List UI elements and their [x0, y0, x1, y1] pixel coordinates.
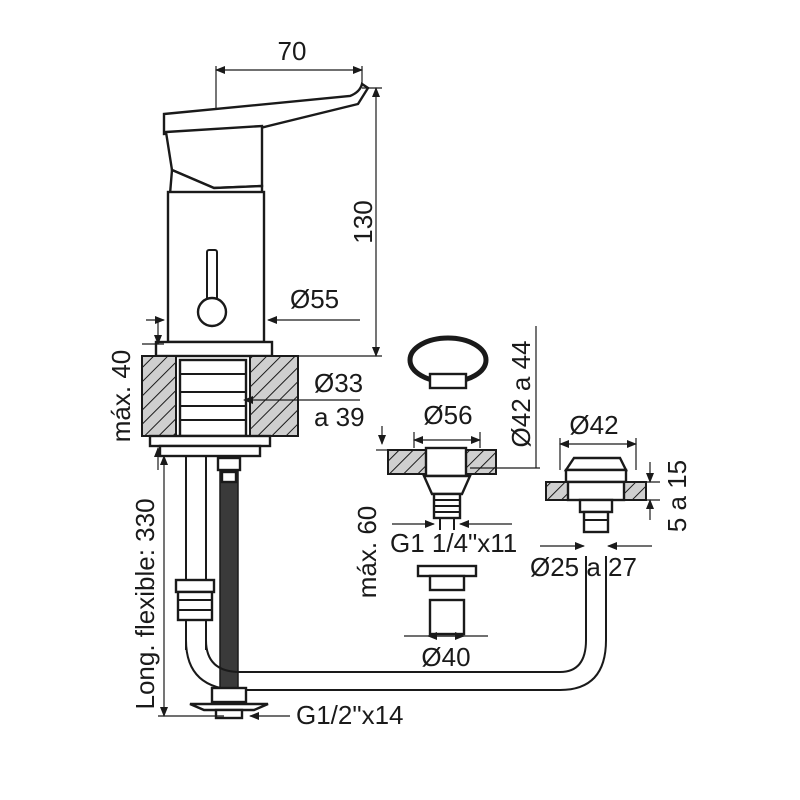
braided-hose: [219, 467, 239, 689]
base-flange: [154, 340, 274, 358]
label-range-25-27: Ø25 a 27: [530, 552, 637, 582]
label-thread-waste: G1 1/4"x11: [390, 528, 517, 558]
label-diam-40: Ø40: [421, 642, 470, 672]
label-a-39: a 39: [314, 402, 365, 432]
dimension-lines: [142, 66, 660, 720]
flexible-hoses: [174, 456, 607, 720]
dimension-labels: 70 130 Ø55 máx. 40 Ø33 a 39 Long. flexib…: [106, 36, 692, 730]
waste-body: [424, 446, 468, 478]
label-max-40: máx. 40: [106, 350, 136, 443]
label-width-70: 70: [278, 36, 307, 66]
hose-nut: [174, 578, 216, 594]
fixing-plate: [148, 434, 272, 448]
label-diam-33: Ø33: [314, 368, 363, 398]
label-range-42-44: Ø42 a 44: [506, 341, 536, 448]
lever-handle: [162, 82, 370, 136]
side-accessory: [545, 456, 647, 534]
faucet-assembly: [154, 82, 370, 358]
threaded-shank: [178, 358, 248, 438]
label-max-60: máx. 60: [352, 506, 382, 599]
label-height-130: 130: [348, 200, 378, 243]
bottom-washer: [189, 702, 269, 712]
indicator-knob: [196, 296, 228, 328]
countertop-section: [141, 355, 299, 458]
label-range-5-15: 5 a 15: [662, 460, 692, 532]
body-neck: [168, 168, 264, 196]
waste-assembly: [387, 335, 497, 636]
label-diam-55: Ø55: [290, 284, 339, 314]
label-diam-56: Ø56: [423, 400, 472, 430]
label-flex-length: Long. flexible: 330: [130, 498, 160, 709]
label-diam-42: Ø42: [569, 410, 618, 440]
label-thread-hose: G1/2"x14: [296, 700, 404, 730]
